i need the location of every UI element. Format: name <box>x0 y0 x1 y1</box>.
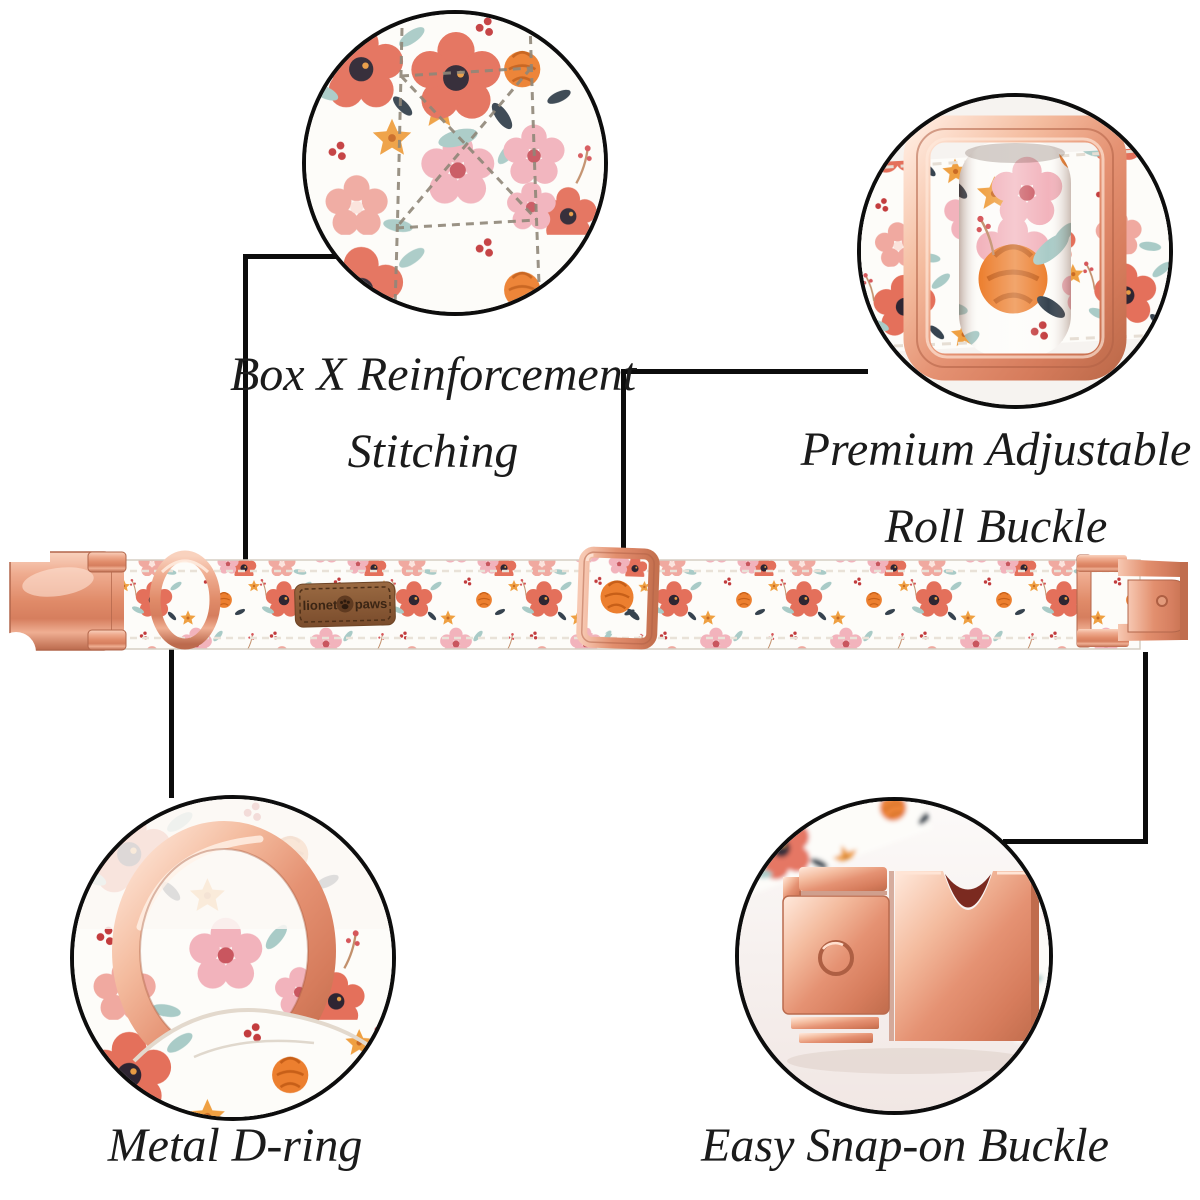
connector-roll-buckle-vertical <box>621 369 626 555</box>
side-release-buckle-male <box>1076 554 1188 648</box>
roll-buckle-closeup-photo <box>857 93 1173 409</box>
label-snap-buckle: Easy Snap-on Buckle <box>700 1112 1110 1180</box>
label-line: Premium Adjustable <box>800 423 1192 476</box>
adjustable-slider-buckle-icon <box>861 97 1169 405</box>
brand-tag-text-left: lionet <box>302 597 338 613</box>
connector-snap-buckle-vertical <box>1143 652 1148 844</box>
leather-brand-tag: lionet paws <box>294 581 396 628</box>
d-ring-closeup-photo <box>70 795 396 1121</box>
buckle-female-part <box>889 871 1039 1041</box>
buckle-male-part <box>782 867 890 1043</box>
label-line: Easy Snap-on Buckle <box>701 1119 1109 1172</box>
connector-roll-buckle-horizontal <box>621 369 868 374</box>
slider-frame <box>903 115 1127 381</box>
connector-snap-buckle-horizontal <box>1003 839 1148 844</box>
label-line: Stitching <box>347 425 519 478</box>
connector-stitching-vertical <box>243 254 248 564</box>
label-line: Roll Buckle <box>884 500 1108 553</box>
box-x-stitch-icon <box>306 14 604 312</box>
label-line: Box X Reinforcement <box>229 348 637 401</box>
collar-photo: lionet paws <box>0 546 1188 670</box>
d-ring <box>149 550 221 650</box>
snap-buckle-closeup-photo <box>735 797 1053 1115</box>
side-release-buckle-icon <box>739 801 1049 1111</box>
side-release-buckle-female <box>0 548 127 670</box>
paw-icon <box>336 595 354 613</box>
rolled-fabric <box>959 141 1074 357</box>
label-box-x-stitching: Box X Reinforcement Stitching <box>150 336 716 490</box>
brand-tag-text-right: paws <box>355 596 388 612</box>
label-line: Metal D-ring <box>107 1119 363 1172</box>
roll-buckle-slider <box>576 546 660 650</box>
label-roll-buckle: Premium Adjustable Roll Buckle <box>770 411 1200 565</box>
label-metal-d-ring: Metal D-ring <box>60 1112 410 1180</box>
stitching-closeup-photo <box>302 10 608 316</box>
metal-d-ring-icon <box>74 799 392 1117</box>
connector-d-ring-vertical <box>169 649 174 798</box>
connector-stitching-horizontal <box>243 254 339 259</box>
